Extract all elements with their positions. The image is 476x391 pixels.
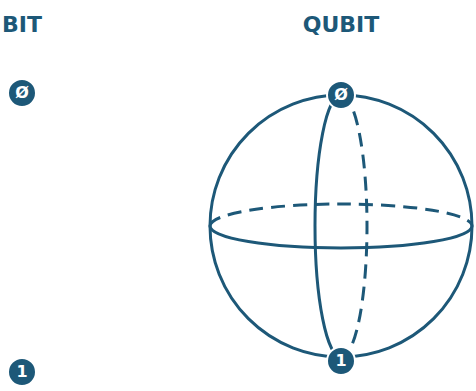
- heading-label: QUBIT: [303, 14, 380, 36]
- state-symbol: 1: [335, 353, 346, 369]
- heading-label: BIT: [2, 14, 42, 36]
- state-marker: 1: [7, 357, 37, 387]
- state-marker: Ø: [7, 78, 37, 108]
- sphere-outline: [210, 95, 472, 357]
- state-symbol: Ø: [334, 87, 348, 103]
- equator-back: [210, 204, 472, 226]
- state-symbol: Ø: [15, 85, 29, 101]
- state-symbol: 1: [16, 364, 27, 380]
- state-marker: 1: [326, 346, 356, 376]
- meridian-back: [341, 95, 367, 357]
- equator-front: [210, 226, 472, 248]
- state-marker: Ø: [326, 80, 356, 110]
- meridian-front: [315, 95, 341, 357]
